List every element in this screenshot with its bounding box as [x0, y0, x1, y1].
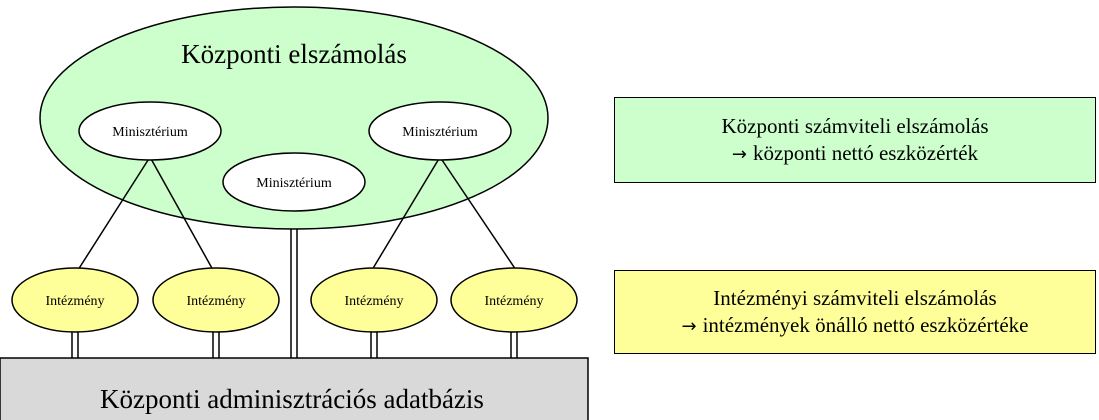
ministry-label: Minisztérium	[256, 176, 332, 191]
ministry-center: Minisztérium	[222, 152, 366, 212]
right-arrow-icon: →	[681, 315, 697, 337]
institutional-legend-line2-row: →intézmények önálló nettó eszközértéke	[681, 312, 1028, 340]
right-arrow-icon: →	[731, 143, 747, 165]
institution-4: Intézmény	[450, 267, 578, 333]
ministry-right: Minisztérium	[368, 101, 512, 161]
institution-label: Intézmény	[186, 294, 245, 309]
central-accounting-legend-box: Központi számviteli elszámolás → központi…	[614, 97, 1096, 183]
ministry-left: Minisztérium	[78, 101, 222, 161]
institution-db-connectors	[71, 332, 518, 358]
institution-3: Intézmény	[310, 267, 438, 333]
institution-label: Intézmény	[344, 294, 403, 309]
institutional-legend-line2: intézmények önálló nettó eszközértéke	[702, 312, 1029, 337]
institution-label: Intézmény	[45, 294, 104, 309]
ministry-institution-lines	[77, 156, 517, 271]
ministry-label: Minisztérium	[402, 125, 478, 140]
central-accounting-title: Központi elszámolás	[181, 39, 407, 69]
database-label: Központi adminisztrációs adatbázis	[100, 384, 484, 414]
central-legend-line1: Központi számviteli elszámolás	[721, 113, 989, 138]
institution-label: Intézmény	[484, 294, 543, 309]
institutional-accounting-legend-box: Intézményi számviteli elszámolás →intézm…	[614, 270, 1096, 354]
central-legend-line2: központi nettó eszközérték	[753, 140, 979, 165]
institutional-legend-line1: Intézményi számviteli elszámolás	[713, 285, 997, 310]
ministry-label: Minisztérium	[112, 125, 188, 140]
database-bar	[0, 357, 589, 420]
central-accounting-ellipse	[39, 6, 549, 230]
central-legend-line2-row: → központi nettó eszközérték	[732, 140, 978, 168]
central-db-connector	[290, 228, 298, 358]
institution-1: Intézmény	[11, 267, 139, 333]
institution-2: Intézmény	[152, 267, 280, 333]
